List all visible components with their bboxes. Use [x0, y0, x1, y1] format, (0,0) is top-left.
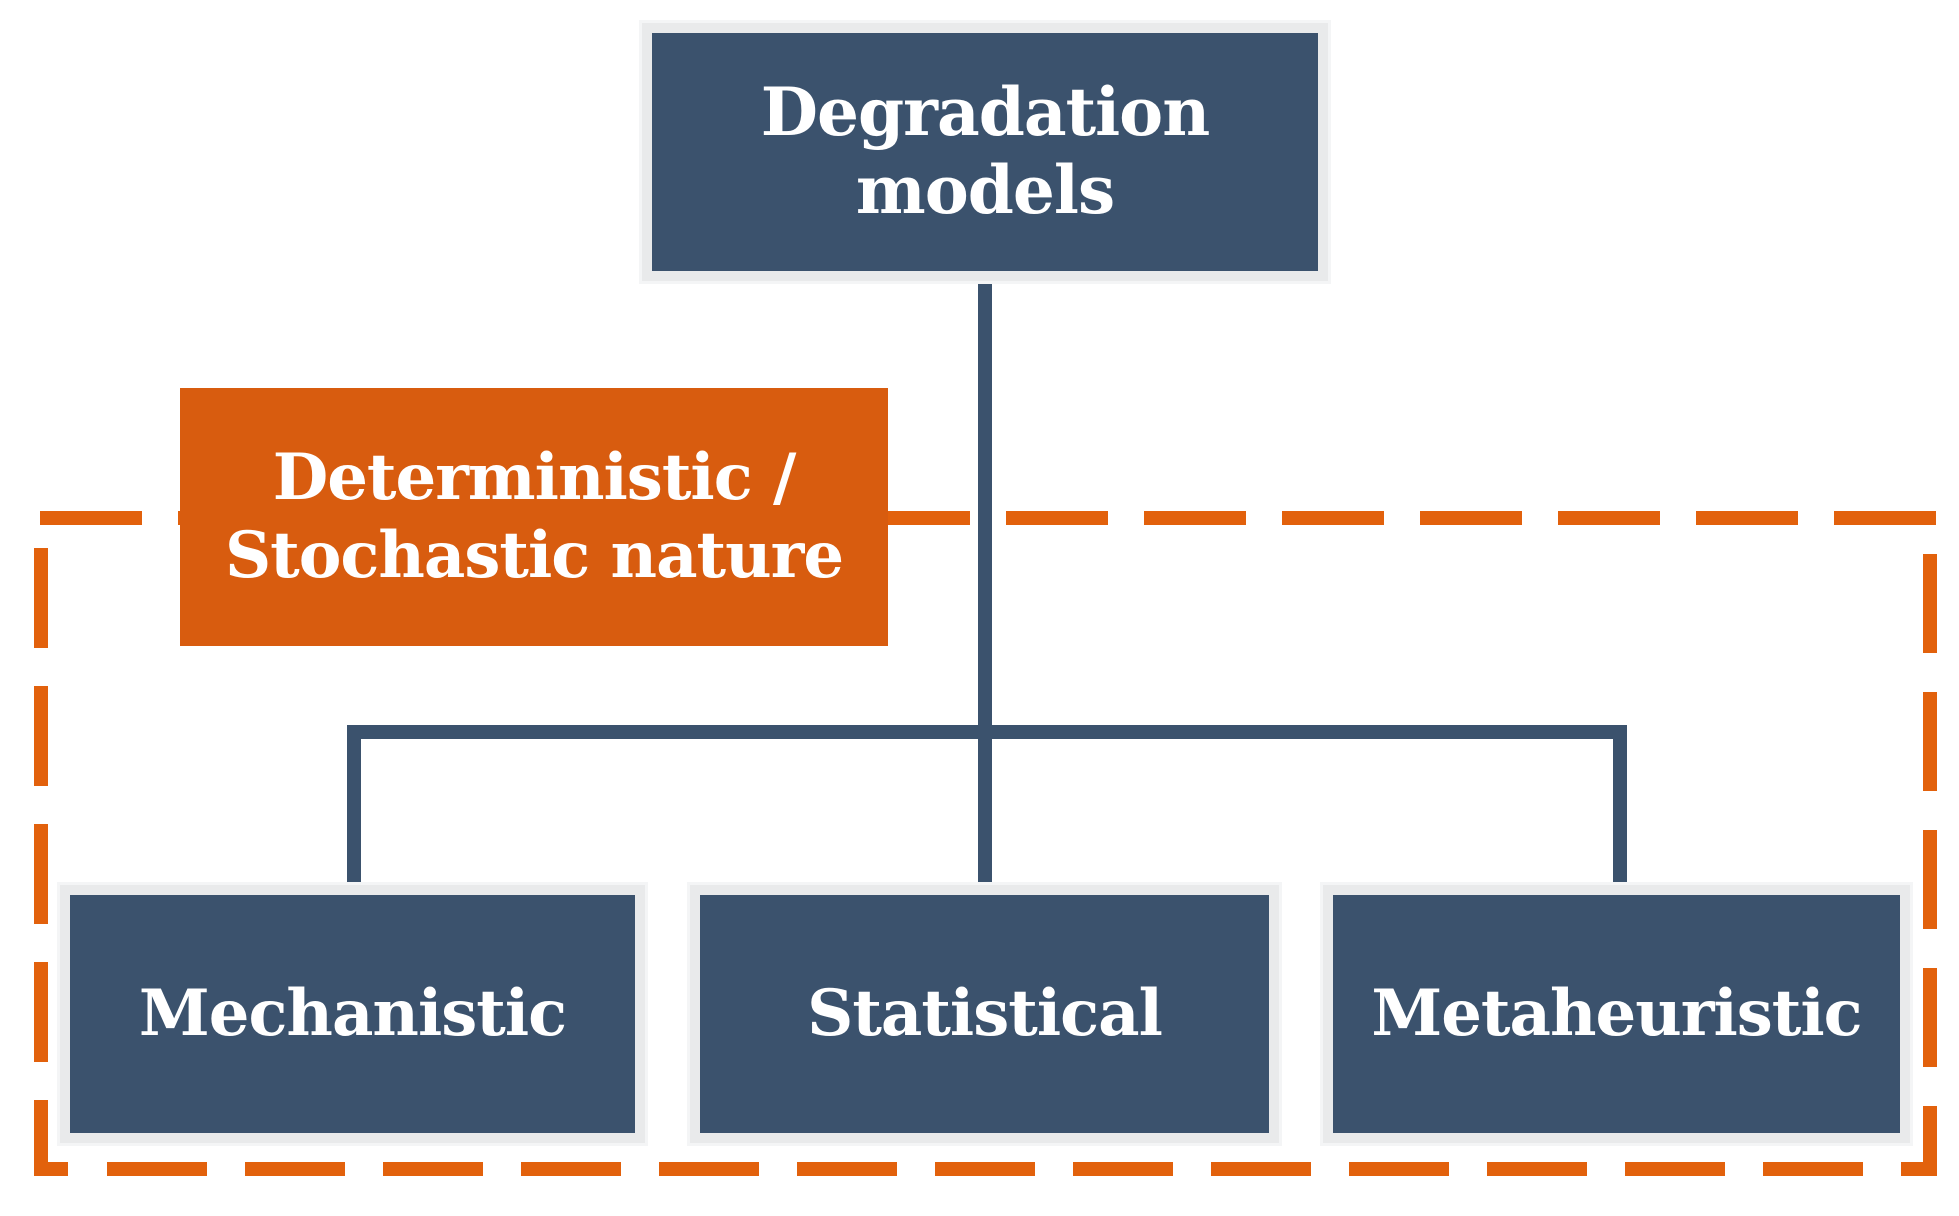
node-label: Metaheuristic [1371, 976, 1862, 1052]
annotation-label-line: Stochastic nature [224, 518, 844, 593]
node-label-line: Degradation [760, 73, 1210, 152]
node-label-line: models [855, 151, 1115, 229]
node-label: Statistical [807, 976, 1163, 1052]
tree-connectors [347, 270, 1627, 899]
node-label: Mechanistic [138, 976, 567, 1052]
node-metaheuristic: Metaheuristic [1323, 885, 1910, 1143]
node-degradation-models: Degradation models [642, 23, 1328, 281]
annotation-label-line: Deterministic / [272, 439, 797, 515]
node-deterministic-stochastic-nature: Deterministic / Stochastic nature [180, 388, 888, 646]
node-mechanistic: Mechanistic [60, 885, 645, 1143]
node-statistical: Statistical [690, 885, 1279, 1143]
